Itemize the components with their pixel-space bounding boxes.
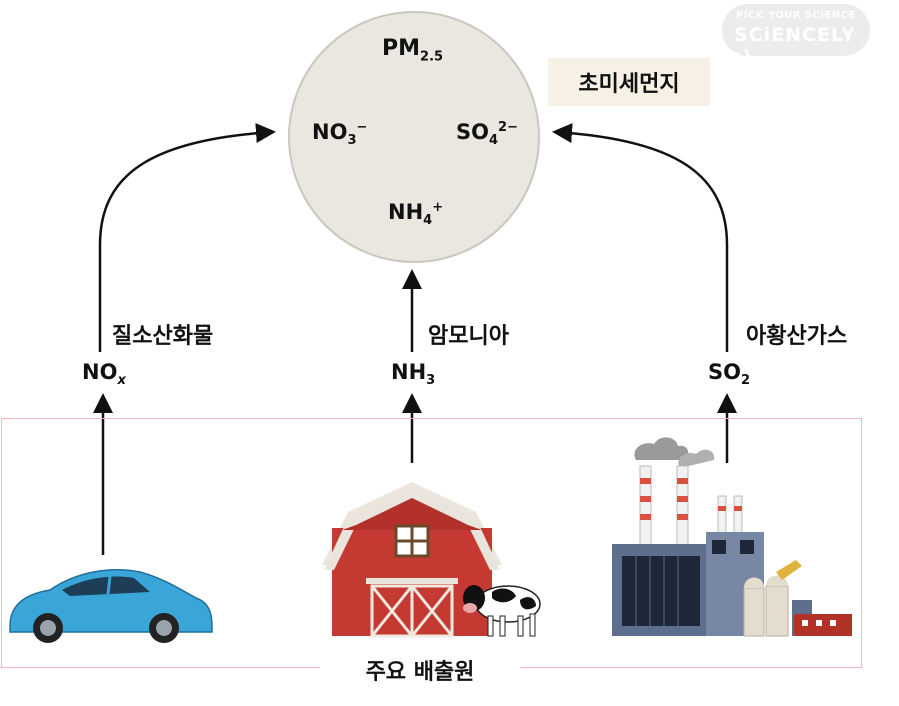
ammonium-ion-label: NH4+ [388,200,443,228]
so2-base: SO [708,360,741,384]
sulfate-charge: 2− [498,120,518,135]
pm-size: 2.5 [420,49,443,64]
nox-sub: x [117,373,125,388]
nox-name-label: 질소산화물 [112,318,213,350]
pm-base: PM [382,36,420,61]
nh3-formula-label: NH3 [391,360,435,388]
so2-name-label: 아황산가스 [746,318,847,350]
nitrate-ion-label: NO3− [312,120,367,148]
sulfate-ion-label: SO42− [456,120,518,148]
emission-sources-label: 주요 배출원 [320,652,520,688]
emission-sources-box [1,418,862,668]
sulfate-base: SO [456,120,489,144]
ammonium-sub: 4 [423,213,432,228]
so2-sub: 2 [741,373,750,388]
nh3-sub: 3 [426,373,435,388]
arrow-so2-to-particle [556,132,727,352]
pm25-title: PM2.5 [382,36,443,64]
nox-formula-label: NOx [82,360,126,388]
nox-base: NO [82,360,117,384]
ammonium-base: NH [388,200,423,224]
nitrate-base: NO [312,120,347,144]
sulfate-sub: 4 [489,133,498,148]
nitrate-charge: − [356,120,367,135]
nh3-base: NH [391,360,426,384]
so2-formula-label: SO2 [708,360,750,388]
nitrate-sub: 3 [347,133,356,148]
nh3-name-label: 암모니아 [428,318,509,350]
ammonium-charge: + [432,200,443,215]
fine-dust-tag: 초미세먼지 [548,58,710,106]
